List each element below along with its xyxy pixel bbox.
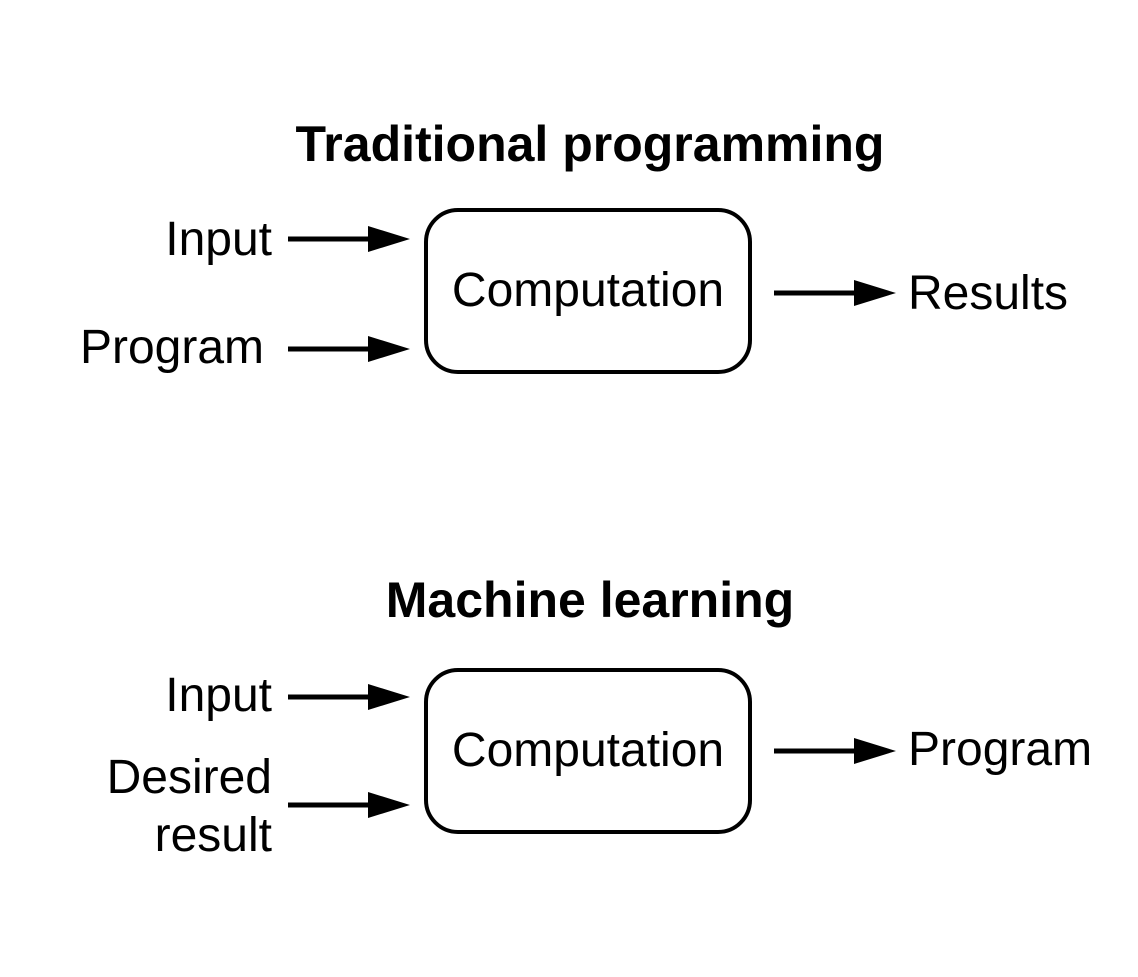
ml-desired-result-arrow [288, 792, 410, 818]
ml-desired-label: Desired [106, 751, 272, 804]
ml-title: Machine learning [385, 572, 795, 628]
ml-program-label: Program [908, 723, 1093, 776]
traditional-output-arrow [774, 280, 896, 306]
traditional-computation-box: Computation [424, 208, 752, 374]
ml-computation-box: Computation [424, 668, 752, 834]
traditional-program-arrow [288, 336, 410, 362]
ml-input-label: Input [165, 669, 272, 722]
ml-output-arrow [774, 738, 896, 764]
traditional-title: Traditional programming [295, 116, 885, 172]
ml-input-arrow [288, 684, 410, 710]
traditional-input-label: Input [165, 213, 272, 266]
ml-result-label: result [154, 809, 272, 862]
traditional-input-arrow [288, 226, 410, 252]
ml-computation-label: Computation [451, 724, 725, 777]
traditional-program-label: Program [79, 321, 264, 374]
traditional-computation-label: Computation [451, 264, 725, 317]
machine-learning-diagram: Machine learning Input Desired result Co… [0, 458, 1138, 878]
traditional-results-label: Results [908, 267, 1069, 320]
traditional-programming-diagram: Traditional programming Input Program Co… [0, 0, 1138, 420]
